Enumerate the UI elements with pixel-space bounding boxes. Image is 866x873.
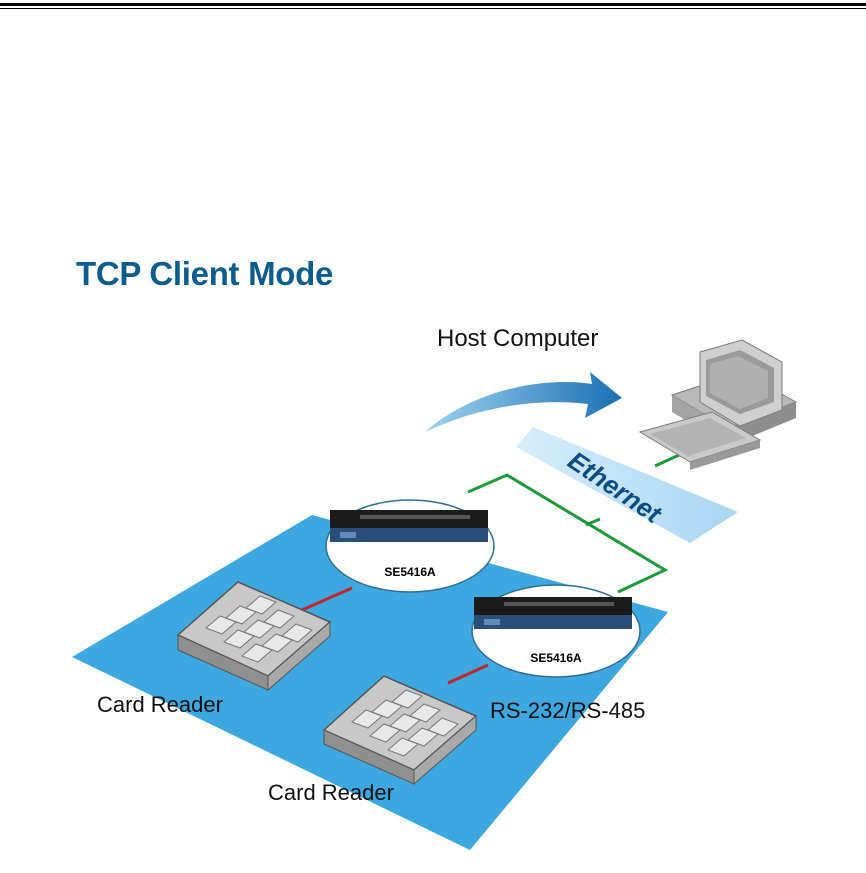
device-label-1: SE5416A	[384, 565, 436, 579]
device-label-2: SE5416A	[530, 651, 582, 665]
arrow-icon	[425, 372, 622, 432]
card-reader-icon	[176, 581, 332, 692]
card-reader-icon	[322, 675, 478, 786]
top-rule-thin	[0, 8, 866, 9]
card-reader-label-2: Card Reader	[268, 780, 394, 805]
serial-interface-label: RS-232/RS-485	[490, 698, 645, 723]
serial-device-icon: SE5416A	[471, 584, 641, 678]
host-computer-label: Host Computer	[437, 325, 598, 352]
serial-device-icon: SE5416A	[325, 499, 495, 593]
computer-icon	[638, 339, 798, 470]
card-reader-label-1: Card Reader	[97, 692, 223, 717]
serial-lines	[301, 586, 489, 685]
diagram-title: TCP Client Mode	[76, 255, 334, 292]
top-rule-thick	[0, 3, 866, 6]
